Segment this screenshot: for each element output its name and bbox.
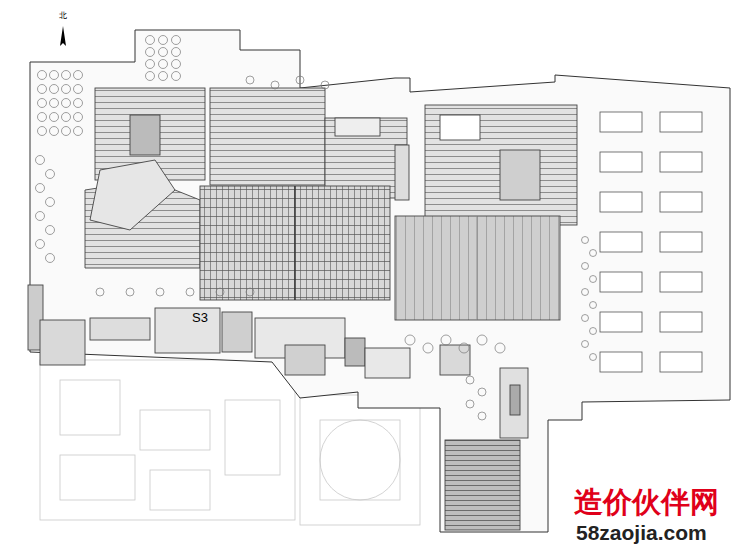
parking: [600, 112, 702, 372]
sheet-code: S3: [192, 311, 208, 324]
tree: [321, 81, 329, 89]
tree: [38, 71, 47, 80]
tree: [36, 156, 45, 165]
tree: [62, 127, 71, 136]
tree: [582, 315, 589, 322]
tree: [582, 263, 589, 270]
tree: [146, 72, 155, 81]
tree: [38, 85, 47, 94]
tree: [459, 343, 469, 353]
tree: [62, 85, 71, 94]
tree: [582, 237, 589, 244]
tree: [172, 60, 181, 69]
tree: [146, 36, 155, 45]
tree: [590, 328, 597, 335]
tree: [146, 48, 155, 57]
tree: [590, 276, 597, 283]
trees: [36, 36, 597, 421]
tree: [159, 72, 168, 81]
tree: [126, 288, 134, 296]
tree: [495, 343, 505, 353]
tree: [38, 99, 47, 108]
tree: [74, 99, 83, 108]
tree: [478, 388, 486, 396]
tree: [246, 288, 254, 296]
tree: [590, 302, 597, 309]
tree: [478, 412, 486, 420]
tree: [271, 81, 279, 89]
tree: [74, 113, 83, 122]
tree: [36, 184, 45, 193]
tree: [159, 60, 168, 69]
tree: [441, 335, 451, 345]
tree: [50, 127, 59, 136]
tree: [50, 71, 59, 80]
tree: [156, 288, 164, 296]
tree: [50, 113, 59, 122]
tree: [36, 240, 45, 249]
tree: [50, 85, 59, 94]
tree: [186, 288, 194, 296]
tree: [46, 170, 55, 179]
tree: [38, 113, 47, 122]
tree: [62, 71, 71, 80]
north-label: 北: [59, 12, 67, 20]
tree: [172, 72, 181, 81]
tree: [62, 113, 71, 122]
tree: [172, 48, 181, 57]
tree: [159, 48, 168, 57]
tree: [36, 212, 45, 221]
tree: [246, 76, 254, 84]
tree: [466, 376, 474, 384]
north-arrow: [60, 26, 66, 46]
buildings: [28, 88, 577, 530]
tree: [62, 99, 71, 108]
tree: [466, 400, 474, 408]
tree: [216, 288, 224, 296]
tree: [590, 354, 597, 361]
tree: [50, 99, 59, 108]
tree: [582, 341, 589, 348]
tree: [96, 288, 104, 296]
tree: [46, 198, 55, 207]
tree: [46, 254, 55, 263]
tree: [146, 60, 155, 69]
tree: [582, 289, 589, 296]
tree: [590, 250, 597, 257]
tree: [172, 36, 181, 45]
tree: [74, 85, 83, 94]
tree: [405, 335, 415, 345]
tree: [477, 335, 487, 345]
site-boundary: [30, 30, 730, 532]
tree: [38, 127, 47, 136]
tree: [159, 36, 168, 45]
tree: [74, 127, 83, 136]
tree: [296, 76, 304, 84]
tree: [46, 226, 55, 235]
watermark: 造价伙伴网: [574, 488, 719, 517]
tree: [423, 343, 433, 353]
watermark-url: 58zaojia.com: [576, 522, 707, 543]
tree: [74, 71, 83, 80]
